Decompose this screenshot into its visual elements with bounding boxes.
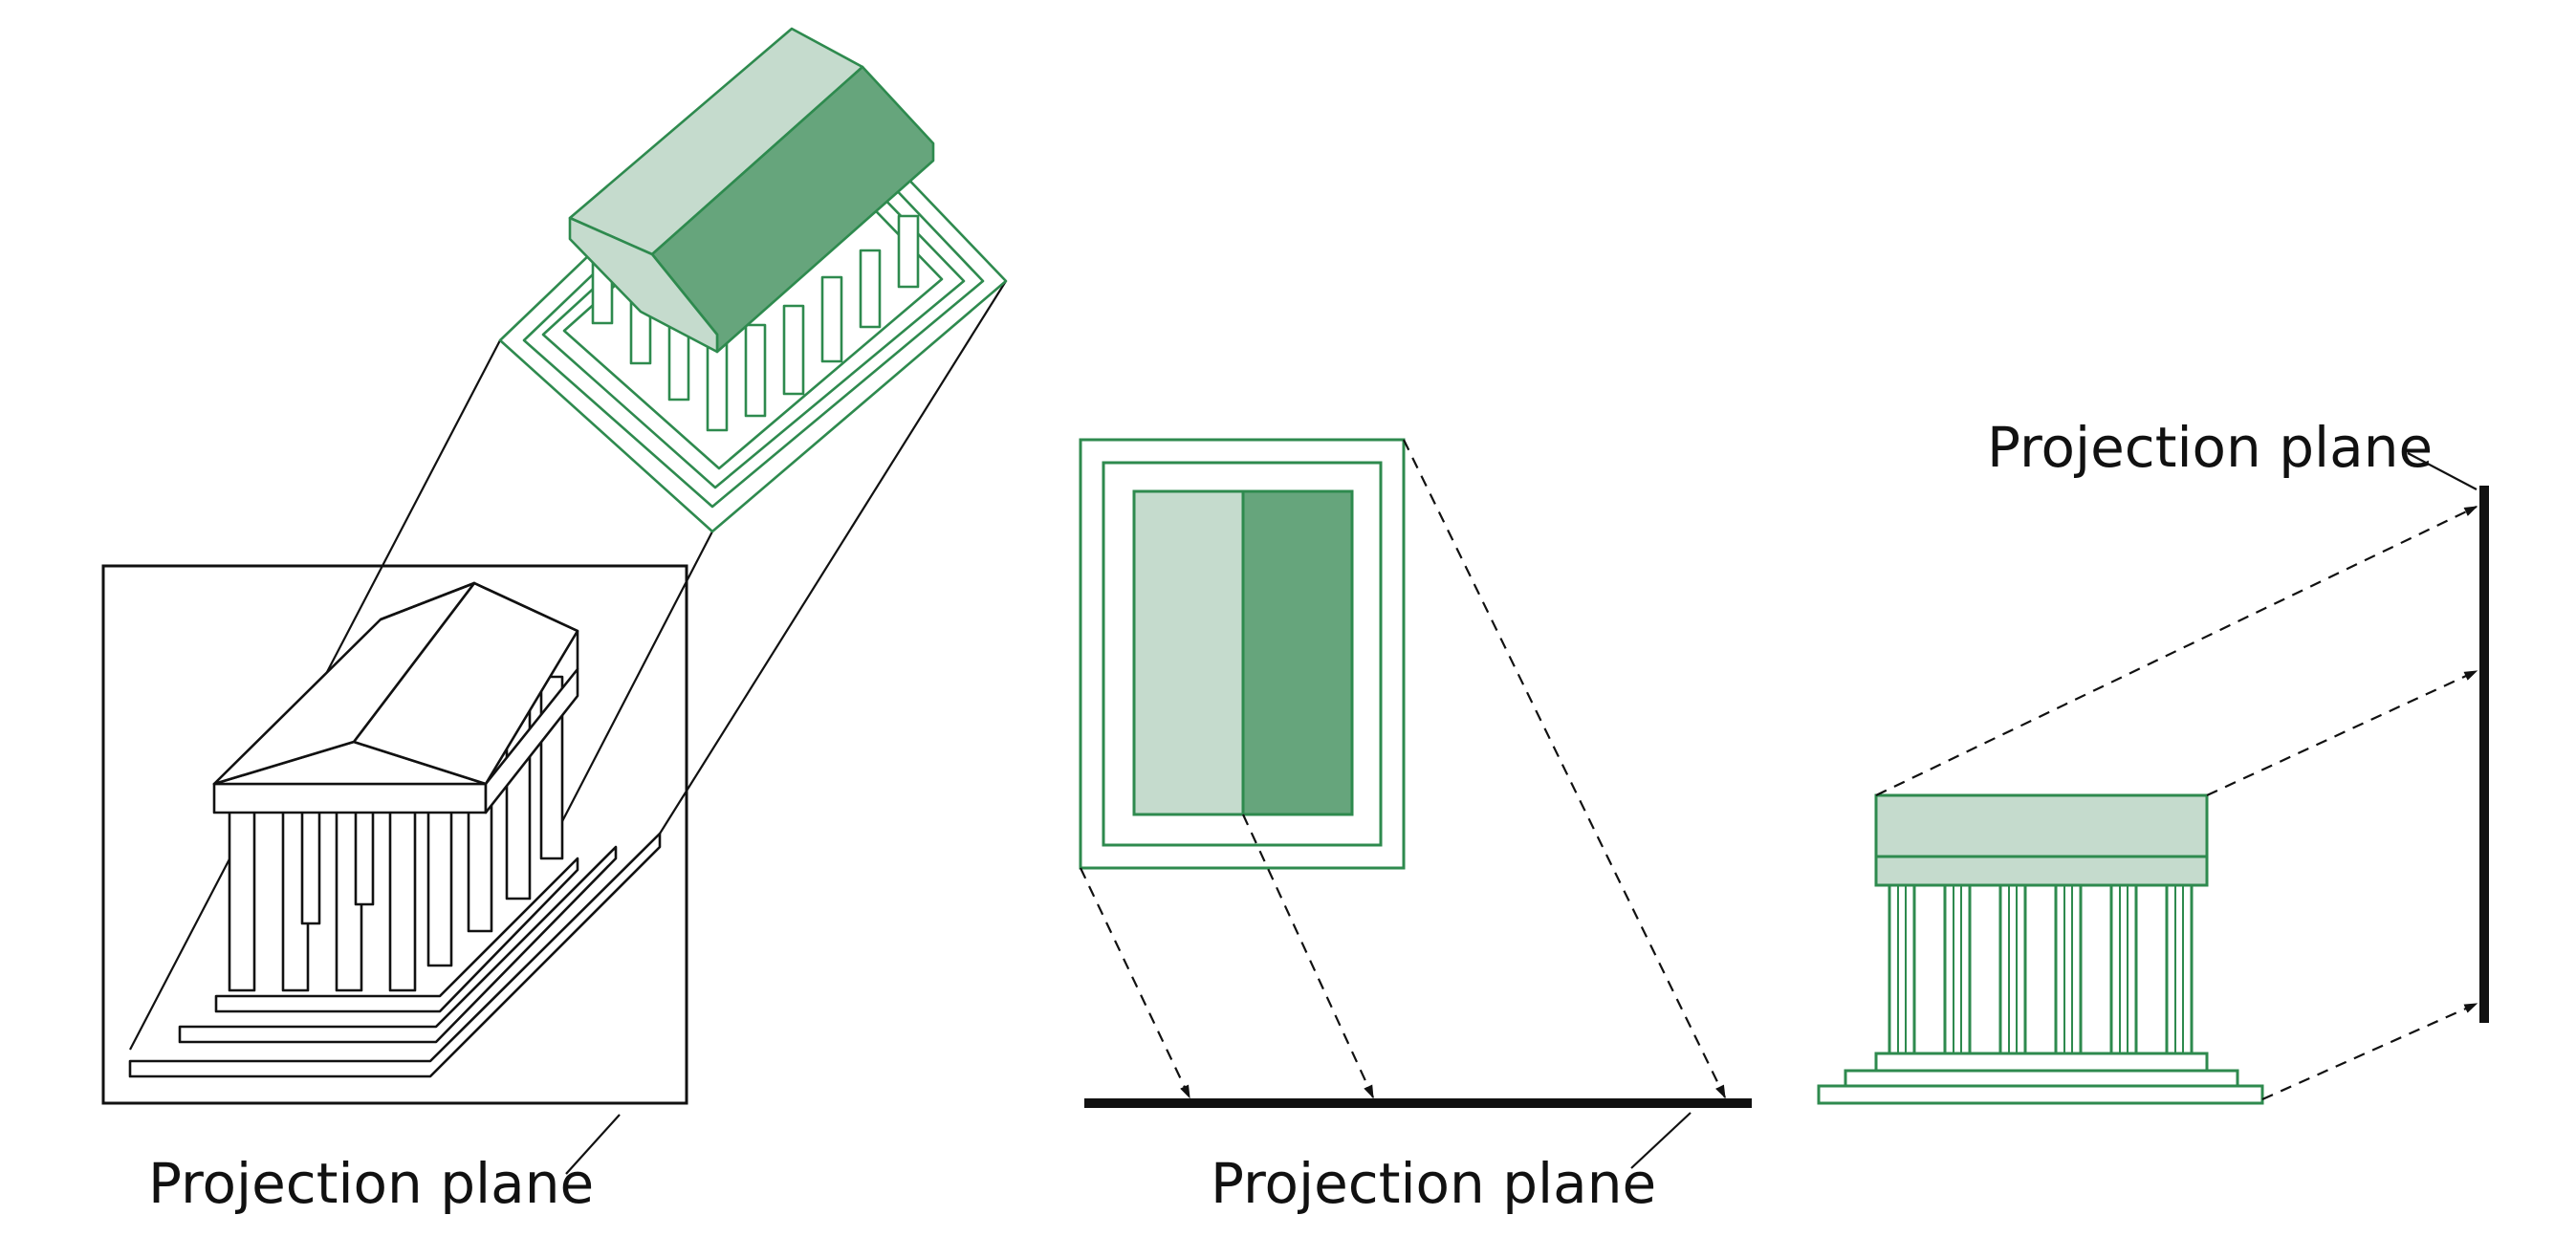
front-view-object	[1817, 793, 2264, 1105]
top-view-roof-dark	[1241, 489, 1354, 816]
middle-projector-lines	[1080, 439, 1726, 1099]
left-projection-plane	[101, 564, 688, 1105]
right-projector-lines	[1875, 506, 2478, 1101]
green-temple-object	[498, 27, 1008, 533]
top-view-object	[1079, 438, 1406, 870]
left-plane-label: Projection plane	[148, 1151, 594, 1216]
middle-plane-label: Projection plane	[1211, 1151, 1656, 1216]
middle-projection-panel: Projection plane	[1079, 438, 1752, 1216]
left-projection-panel: Projection plane	[101, 27, 1008, 1216]
right-plane-label: Projection plane	[1987, 415, 2433, 480]
black-temple-image	[128, 581, 662, 1078]
green-roof-gable	[568, 216, 719, 354]
right-projection-panel: Projection plane	[1817, 415, 2489, 1105]
middle-label-leader	[1630, 1112, 1692, 1169]
front-view-columns	[1888, 883, 2194, 1055]
top-view-roof-light	[1132, 489, 1245, 816]
right-label-leader	[2407, 452, 2478, 490]
front-view-roof	[1874, 793, 2209, 858]
left-label-leader	[565, 1114, 621, 1175]
front-view-entablature	[1874, 855, 2209, 887]
